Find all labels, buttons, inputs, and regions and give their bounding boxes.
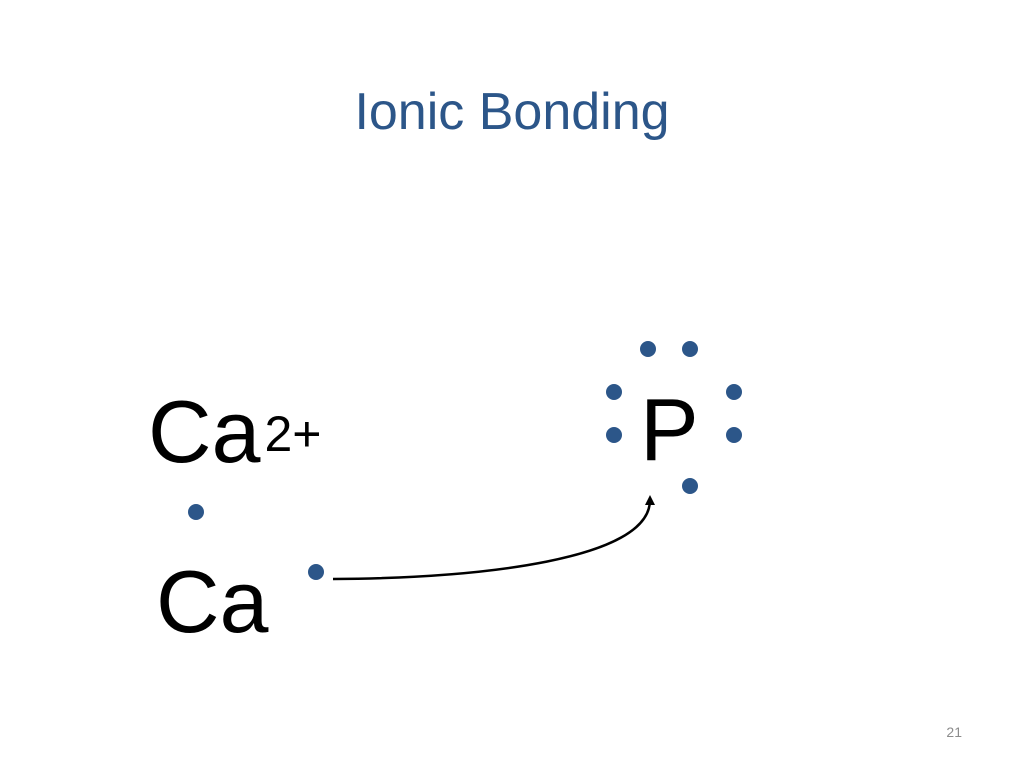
calcium-ion-charge: 2+ (264, 406, 322, 462)
electron-transfer-arrow (332, 495, 655, 581)
slide-number: 21 (946, 724, 962, 740)
calcium-ion: Ca2+ (148, 388, 322, 476)
phosphorus-electron-dot (606, 427, 622, 443)
calcium-ion-symbol: Ca (148, 382, 261, 481)
calcium-electron-dot (188, 504, 204, 520)
slide-title: Ionic Bonding (354, 83, 670, 141)
phosphorus-electron-dot (682, 341, 698, 357)
phosphorus-electron-dot (726, 427, 742, 443)
calcium-electron-dot (308, 564, 324, 580)
phosphorus-electron-dot (682, 478, 698, 494)
phosphorus-electron-dot (640, 341, 656, 357)
calcium-atom-symbol: Ca (156, 552, 269, 651)
phosphorus-symbol: P (640, 380, 699, 479)
phosphorus-electron-dot (726, 384, 742, 400)
phosphorus-electron-dot (606, 384, 622, 400)
